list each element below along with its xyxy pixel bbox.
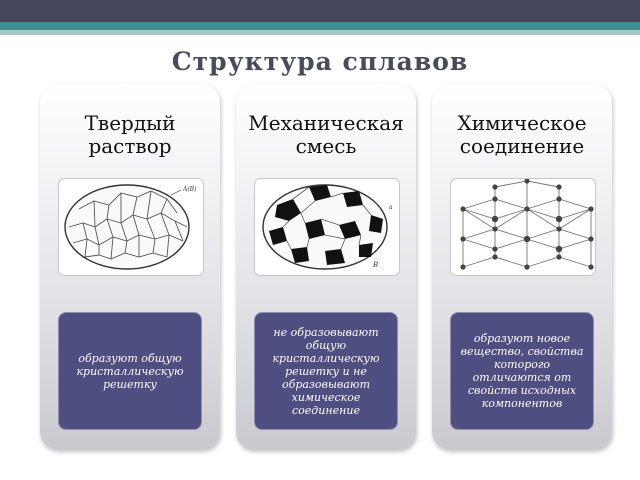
accent-line xyxy=(0,22,640,32)
column-heading: Химическое соединение xyxy=(457,111,587,158)
image-label-b: B xyxy=(372,261,378,269)
column-heading: Механическая смесь xyxy=(248,111,404,158)
image-label: A(B) xyxy=(182,186,197,193)
description-text: образуют общую кристаллическую решетку xyxy=(76,351,184,391)
image-label-a: a xyxy=(389,204,393,211)
accent-line-light xyxy=(0,30,640,35)
column-heading: Твердый раствор xyxy=(84,111,176,158)
description-text: образуют новое вещество, свойства которо… xyxy=(460,332,584,410)
slide-title: Структура сплавов xyxy=(171,47,469,76)
column-chemical-compound: Химическое соединение xyxy=(432,84,612,450)
description-box: образуют новое вещество, свойства которо… xyxy=(450,312,594,430)
description-box: образуют общую кристаллическую решетку xyxy=(58,312,202,430)
top-bar xyxy=(0,0,640,22)
crystal-lattice-image xyxy=(450,178,596,276)
solid-solution-grain-image: A(B) xyxy=(58,178,204,276)
description-text: не образовывают общую кристаллическую ре… xyxy=(272,325,380,417)
mechanical-mixture-image: a B xyxy=(254,178,400,276)
column-solid-solution: Твердый раствор A(B) образуют общую xyxy=(40,84,220,450)
description-box: не образовывают общую кристаллическую ре… xyxy=(254,312,398,430)
column-mechanical-mixture: Механическая смесь a xyxy=(236,84,416,450)
